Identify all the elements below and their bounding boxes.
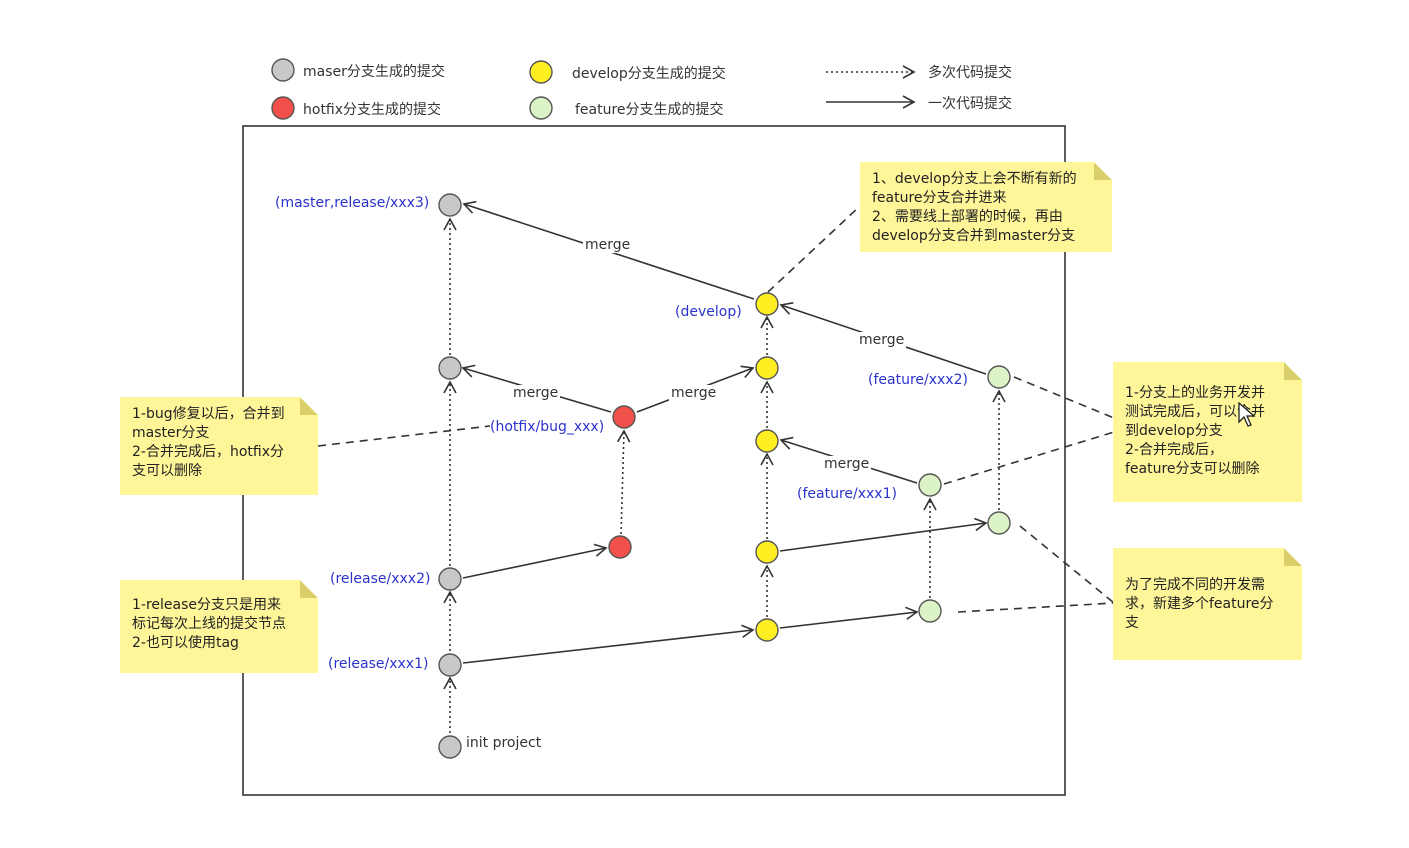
note-develop-line: 2、需要线上部署的时候，再由 [872,209,1063,225]
note-develop-line: feature分支合并进来 [872,190,1007,206]
callout-feature-merge-a [1013,376,1115,419]
commit-develop-3 [755,429,779,453]
note-develop-line: develop分支合并到master分支 [872,228,1076,244]
note-feature-new-line: 支 [1125,615,1139,631]
note-hotfix-line: master分支 [132,425,210,441]
note-feature-new: 为了完成不同的开发需 求，新建多个feature分 支 [1113,548,1302,660]
note-feature-merge: 1-分支上的业务开发并 测试完成后，可以合并 到develop分支 2-合并完成… [1113,362,1302,502]
commit-master-release3 [438,193,462,217]
note-hotfix-line: 支可以删除 [132,463,202,479]
legend-master-label: maser分支生成的提交 [303,64,445,80]
label-release2: (release/xxx2) [330,571,431,587]
label-release1: (release/xxx1) [328,656,429,672]
commit-feature2-end [987,365,1011,389]
commit-release2 [438,567,462,591]
label-master-release3: (master,release/xxx3) [275,195,430,211]
commit-hotfix-end [612,405,636,429]
callout-hotfix [317,425,491,447]
legend-master-dot [271,58,295,82]
commit-init [438,735,462,759]
commit-master-hotfix-merge [438,356,462,380]
note-hotfix-line: 2-合并完成后，hotfix分 [132,444,284,460]
note-feature-merge-line: 1-分支上的业务开发并 [1125,385,1265,401]
note-release-line: 标记每次上线的提交节点 [132,616,286,632]
commit-feature2-start [987,511,1011,535]
note-feature-merge-line: 2-合并完成后， [1125,442,1223,458]
note-develop: 1、develop分支上会不断有新的 feature分支合并进来 2、需要线上部… [860,162,1112,252]
edge-hotfix-commits [616,429,631,535]
callout-feature-new-b [957,602,1115,613]
edge-release2-hotfix [462,543,608,579]
label-feature1: (feature/xxx1) [797,486,897,502]
legend-dotted-label: 多次代码提交 [928,65,1012,81]
commit-hotfix-start [608,535,632,559]
note-release-line: 2-也可以使用tag [132,635,239,651]
label-feature2: (feature/xxx2) [868,372,968,388]
note-hotfix: 1-bug修复以后，合并到 master分支 2-合并完成后，hotfix分 支… [120,397,318,495]
commit-feature1-start [918,599,942,623]
label-hotfix: (hotfix/bug_xxx) [490,419,605,435]
legend-develop-dot [529,60,553,84]
note-release-line: 1-release分支只是用来 [132,597,282,613]
merge-label-develop-master: merge [583,237,633,253]
legend-solid-label: 一次代码提交 [928,96,1012,112]
note-feature-new-line: 求，新建多个feature分 [1125,596,1274,612]
commit-develop-2 [755,540,779,564]
note-hotfix-line: 1-bug修复以后，合并到 [132,406,285,422]
legend-develop-label: develop分支生成的提交 [572,66,726,82]
legend-hotfix-label: hotfix分支生成的提交 [303,102,442,118]
note-develop-line: 1、develop分支上会不断有新的 [872,171,1077,187]
merge-label-hotfix-master: merge [511,385,561,401]
callout-feature-merge-b [943,431,1115,485]
legend-hotfix-dot [271,96,295,120]
note-feature-merge-line: 到develop分支 [1125,423,1223,439]
legend-feature-dot [529,96,553,120]
label-init-project: init project [466,735,542,751]
commit-feature1-end [918,473,942,497]
callout-develop [767,205,861,293]
note-feature-new-line: 为了完成不同的开发需 [1125,577,1265,593]
commit-develop-4 [755,356,779,380]
edge-develop-feature1 [779,606,919,629]
merge-label-feature2-develop: merge [857,332,907,348]
note-feature-merge-line: feature分支可以删除 [1125,461,1260,477]
commit-release1 [438,653,462,677]
merge-label-feature1-develop: merge [822,456,872,472]
edge-develop-feature2 [779,517,988,552]
mouse-cursor-icon [1238,402,1256,427]
legend-feature-label: feature分支生成的提交 [575,102,724,118]
label-develop: (develop) [675,304,742,320]
note-release: 1-release分支只是用来 标记每次上线的提交节点 2-也可以使用tag [120,580,318,673]
callout-feature-new-a [1019,525,1115,604]
commit-develop-5 [755,292,779,316]
edge-release1-develop [462,624,755,664]
merge-label-hotfix-develop: merge [669,385,719,401]
commit-develop-1 [755,618,779,642]
note-feature-merge-line: 测试完成后，可以合并 [1125,404,1265,420]
